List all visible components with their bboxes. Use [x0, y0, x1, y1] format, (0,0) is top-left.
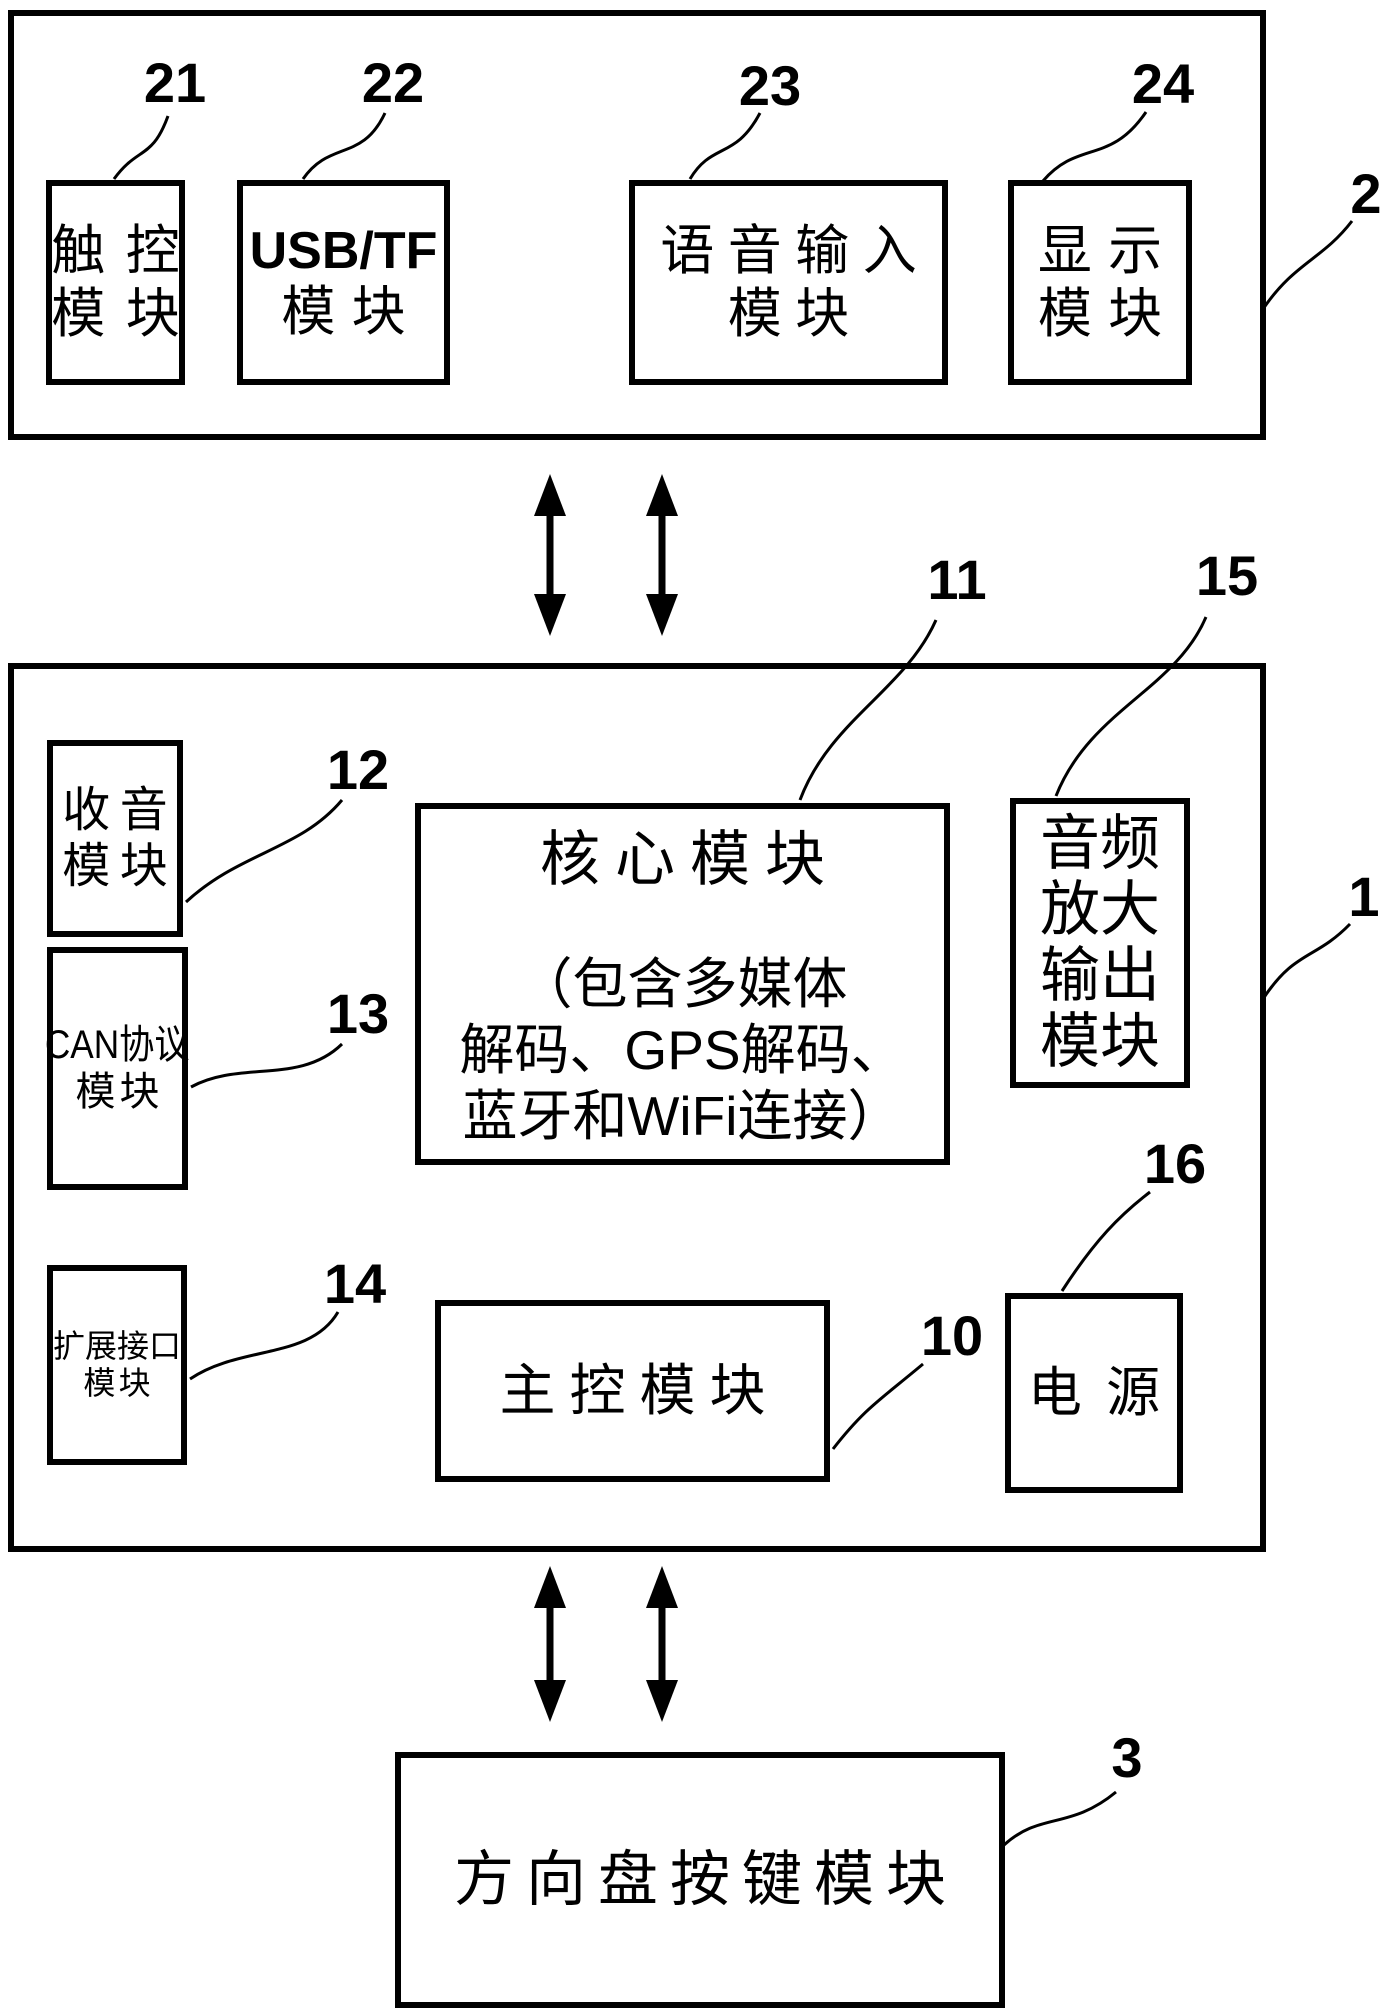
- ref-label-2: 2: [1350, 162, 1382, 225]
- ref-label-16: 16: [1143, 1132, 1207, 1195]
- audio-module-label-line4: 模块: [1040, 1008, 1160, 1075]
- can-protocol-module-label-line2: 模块: [75, 1069, 164, 1114]
- leader-line-15: [1054, 616, 1208, 797]
- double-arrow-bottom-left: [534, 1566, 566, 1722]
- steering-wheel-button-module-label: 方向盘按键模块: [454, 1846, 958, 1914]
- ref-label-21: 21: [143, 51, 207, 114]
- touch-module-label-line1: 触控: [51, 220, 201, 281]
- voice-input-module-box: 语音输入 模块: [629, 180, 948, 385]
- power-supply-label: 电源: [1027, 1362, 1185, 1423]
- audio-module-label-line2: 放大: [1040, 876, 1160, 943]
- audio-module-label-line1: 音频: [1040, 810, 1160, 877]
- ref-label-24: 24: [1131, 52, 1195, 115]
- double-arrow-bottom-right: [646, 1566, 678, 1722]
- main-control-module-box: 主控模块: [435, 1300, 830, 1482]
- leader-line-1: [1261, 922, 1352, 1000]
- expansion-interface-module-label-line1: 扩展接口: [53, 1327, 182, 1364]
- leader-line-14: [189, 1311, 340, 1381]
- display-unit-box: [8, 10, 1266, 440]
- audio-amplifier-output-module-box: 音频 放大 输出 模块: [1010, 798, 1190, 1088]
- leader-line-24: [1041, 111, 1148, 182]
- leader-line-3: [1002, 1790, 1117, 1847]
- usb-tf-module-box: USB/TF 模块: [237, 180, 450, 385]
- ref-label-11: 11: [927, 548, 987, 611]
- host-unit-box: [8, 663, 1266, 1552]
- ref-label-10: 10: [920, 1304, 984, 1367]
- voice-input-module-label-line2: 模块: [727, 283, 863, 344]
- leader-line-23: [688, 112, 762, 180]
- expansion-interface-module-label-line2: 模块: [83, 1365, 154, 1401]
- usb-tf-module-label-line2: 模块: [281, 282, 422, 343]
- double-arrow-top-left: [534, 474, 566, 636]
- core-module-desc-line3: 蓝牙和WiFi连接）: [462, 1084, 903, 1147]
- display-module-box: 显示 模块: [1008, 180, 1192, 385]
- radio-module-label-line2: 模块: [62, 839, 178, 893]
- ref-label-22: 22: [361, 51, 425, 114]
- ref-label-15: 15: [1195, 544, 1259, 607]
- core-module-desc-line1: （包含多媒体: [517, 952, 848, 1015]
- ref-label-3: 3: [1111, 1726, 1143, 1789]
- ref-label-13: 13: [326, 982, 390, 1045]
- core-module-description: （包含多媒体 解码、GPS解码、 蓝牙和WiFi连接）: [459, 951, 905, 1149]
- display-module-label-line1: 显示: [1037, 220, 1179, 281]
- radio-module-label-line1: 收音: [62, 783, 178, 837]
- core-module-title: 核心模块: [540, 826, 840, 893]
- leader-line-16: [1060, 1190, 1151, 1292]
- audio-module-label-line3: 输出: [1040, 942, 1160, 1009]
- ref-label-23: 23: [738, 54, 802, 117]
- ref-label-12: 12: [326, 738, 390, 801]
- touch-module-box: 触控 模块: [46, 180, 185, 385]
- touch-module-label-line2: 模块: [51, 283, 201, 344]
- leader-line-22: [301, 112, 387, 180]
- power-supply-box: 电源: [1005, 1293, 1183, 1493]
- leader-line-21: [112, 115, 170, 180]
- core-module-box: 核心模块 （包含多媒体 解码、GPS解码、 蓝牙和WiFi连接）: [415, 803, 950, 1165]
- radio-module-box: 收音 模块: [47, 740, 183, 937]
- can-protocol-module-box: CAN协议 模块: [45, 947, 190, 1190]
- core-module-desc-line2: 解码、GPS解码、: [459, 1018, 906, 1081]
- usb-tf-module-label-line1: USB/TF: [249, 222, 438, 281]
- ref-label-1: 1: [1348, 865, 1380, 928]
- voice-input-module-label-line1: 语音输入: [660, 220, 931, 281]
- expansion-interface-module-box: 扩展接口 模块: [47, 1265, 187, 1465]
- double-arrow-top-right: [646, 474, 678, 636]
- leader-line-2: [1261, 220, 1354, 310]
- ref-label-14: 14: [323, 1252, 387, 1315]
- main-control-module-label: 主控模块: [499, 1358, 780, 1422]
- leader-line-13: [190, 1042, 344, 1089]
- leader-line-10: [831, 1362, 924, 1450]
- display-module-label-line2: 模块: [1037, 283, 1179, 344]
- can-protocol-module-label-line1: CAN协议: [45, 1023, 190, 1068]
- leader-line-12: [184, 799, 344, 904]
- steering-wheel-button-module-box: 方向盘按键模块: [395, 1752, 1005, 2008]
- leader-line-11: [798, 619, 938, 801]
